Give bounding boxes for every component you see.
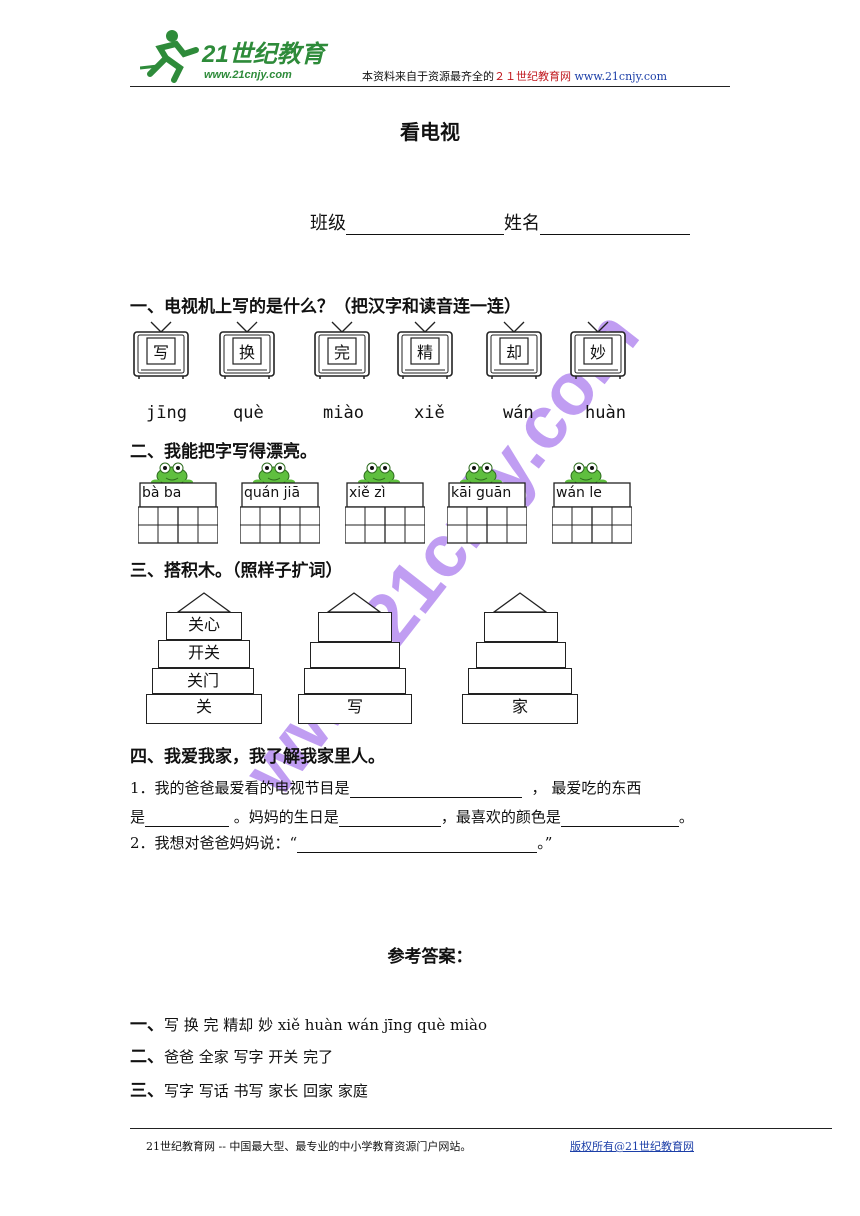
header-url[interactable]: www.21cnjy.com xyxy=(574,70,668,83)
block-tower-jia: 家 xyxy=(462,590,578,724)
tv-character: 妙 xyxy=(589,343,606,362)
tv-icon xyxy=(570,321,626,379)
frog-writing-box-4[interactable]: kāi guān xyxy=(447,462,527,544)
tv-character: 却 xyxy=(505,343,522,362)
frog-icon xyxy=(151,462,193,486)
section4-heading: 四、我爱我家，我了解我家里人。 xyxy=(130,747,385,767)
frog-icon xyxy=(358,462,400,486)
roof-icon xyxy=(176,592,232,613)
frog-writing-box-5[interactable]: wán le xyxy=(552,462,632,544)
footer-divider xyxy=(130,1128,832,1129)
name-blank[interactable] xyxy=(540,216,690,235)
message-blank[interactable] xyxy=(297,834,538,853)
answer-1: 一、写 换 完 精却 妙 xiě huàn wán jīng què miào xyxy=(130,1015,488,1035)
frog-pinyin: bà ba xyxy=(142,485,182,501)
favorite-color-blank[interactable] xyxy=(560,808,679,827)
section3-heading: 三、搭积木。（照样子扩词） xyxy=(130,561,343,581)
tower2-block-base: 写 xyxy=(298,694,412,724)
tower1-block-1: 关心 xyxy=(166,612,242,640)
frog-pinyin: wán le xyxy=(556,485,602,501)
tv-character: 写 xyxy=(152,343,169,362)
block-tower-example: 关心 开关 关门 关 xyxy=(146,590,262,724)
header-note: 本资料来自于资源最齐全的２１世纪教育网 www.21cnjy.com xyxy=(362,70,668,83)
pinyin-option[interactable]: miào xyxy=(323,403,364,423)
pinyin-option[interactable]: xiě xyxy=(414,403,445,423)
tower2-block-2[interactable] xyxy=(310,642,400,668)
header-site-name: ２１世纪教育网 xyxy=(494,70,571,83)
tv-character: 精 xyxy=(416,343,433,362)
tower2-block-3[interactable] xyxy=(304,668,406,694)
frog-writing-box-3[interactable]: xiě zì xyxy=(345,462,425,544)
frog-icon xyxy=(565,462,607,486)
pinyin-option[interactable]: wán xyxy=(503,403,534,423)
footer-copyright-link[interactable]: 版权所有@21世纪教育网 xyxy=(570,1140,694,1153)
question-1-line-1: 1．我的爸爸最爱看的电视节目是， 最爱吃的东西 xyxy=(130,779,642,798)
roof-icon xyxy=(326,592,382,613)
tv-icon xyxy=(314,321,370,379)
favorite-food-blank[interactable] xyxy=(145,808,230,827)
class-name-line: 班级 姓名 xyxy=(310,209,690,235)
frog-pinyin: xiě zì xyxy=(349,485,386,501)
logo-text: 21世纪教育 xyxy=(201,41,329,68)
frog-icon xyxy=(253,462,295,486)
tower3-block-1[interactable] xyxy=(484,612,558,642)
tv-6[interactable]: 妙 xyxy=(570,320,626,380)
frog-pinyin: quán jiā xyxy=(244,485,301,501)
tv-icon xyxy=(219,321,275,379)
tower3-block-3[interactable] xyxy=(468,668,572,694)
roof-icon xyxy=(492,592,548,613)
mother-birthday-blank[interactable] xyxy=(338,808,441,827)
pinyin-option[interactable]: huàn xyxy=(585,403,626,423)
tv-icon xyxy=(486,321,542,379)
tower2-block-1[interactable] xyxy=(318,612,392,642)
class-label: 班级 xyxy=(310,213,346,234)
tv-character: 完 xyxy=(333,343,350,362)
frog-pinyin: kāi guān xyxy=(451,485,512,501)
section1-heading: 一、电视机上写的是什么？（把汉字和读音连一连） xyxy=(130,297,521,317)
name-label: 姓名 xyxy=(504,213,540,234)
tv-4[interactable]: 精 xyxy=(397,320,453,380)
tv-2[interactable]: 换 xyxy=(219,320,275,380)
runner-icon xyxy=(139,30,199,83)
tv-character: 换 xyxy=(238,343,255,362)
logo-url: www.21cnjy.com xyxy=(204,69,292,81)
pinyin-option[interactable]: jīng xyxy=(146,403,187,423)
tv-icon xyxy=(397,321,453,379)
tv-3[interactable]: 完 xyxy=(314,320,370,380)
section2-heading: 二、我能把字写得漂亮。 xyxy=(130,442,317,462)
tv-5[interactable]: 却 xyxy=(486,320,542,380)
tower1-block-3: 关门 xyxy=(152,668,254,694)
pinyin-option[interactable]: què xyxy=(233,403,264,423)
answer-3: 三、写字 写话 书写 家长 回家 家庭 xyxy=(130,1081,368,1101)
frog-writing-box-2[interactable]: quán jiā xyxy=(240,462,320,544)
tower1-block-2: 开关 xyxy=(158,640,250,668)
frog-icon xyxy=(460,462,502,486)
site-logo: 21世纪教育 www.21cnjy.com xyxy=(139,24,340,84)
page-title: 看电视 xyxy=(400,120,460,144)
answer-heading: 参考答案： xyxy=(387,947,473,967)
footer-text: 21世纪教育网 -- 中国最大型、最专业的中小学教育资源门户网站。 xyxy=(146,1140,472,1153)
tower3-block-2[interactable] xyxy=(476,642,566,668)
frog-writing-box-1[interactable]: bà ba xyxy=(138,462,218,544)
question-2: 2．我想对爸爸妈妈说：“。” xyxy=(130,834,553,853)
tower1-block-base: 关 xyxy=(146,694,262,724)
tv-program-blank[interactable] xyxy=(349,779,522,798)
block-tower-xie: 写 xyxy=(298,590,412,724)
tv-icon xyxy=(133,321,189,379)
class-blank[interactable] xyxy=(346,216,504,235)
tv-1[interactable]: 写 xyxy=(133,320,189,380)
answer-2: 二、爸爸 全家 写字 开关 完了 xyxy=(130,1047,334,1067)
header-divider xyxy=(130,86,730,87)
tower3-block-base: 家 xyxy=(462,694,578,724)
question-1-line-2: 是 。妈妈的生日是，最喜欢的颜色是。 xyxy=(130,808,694,827)
